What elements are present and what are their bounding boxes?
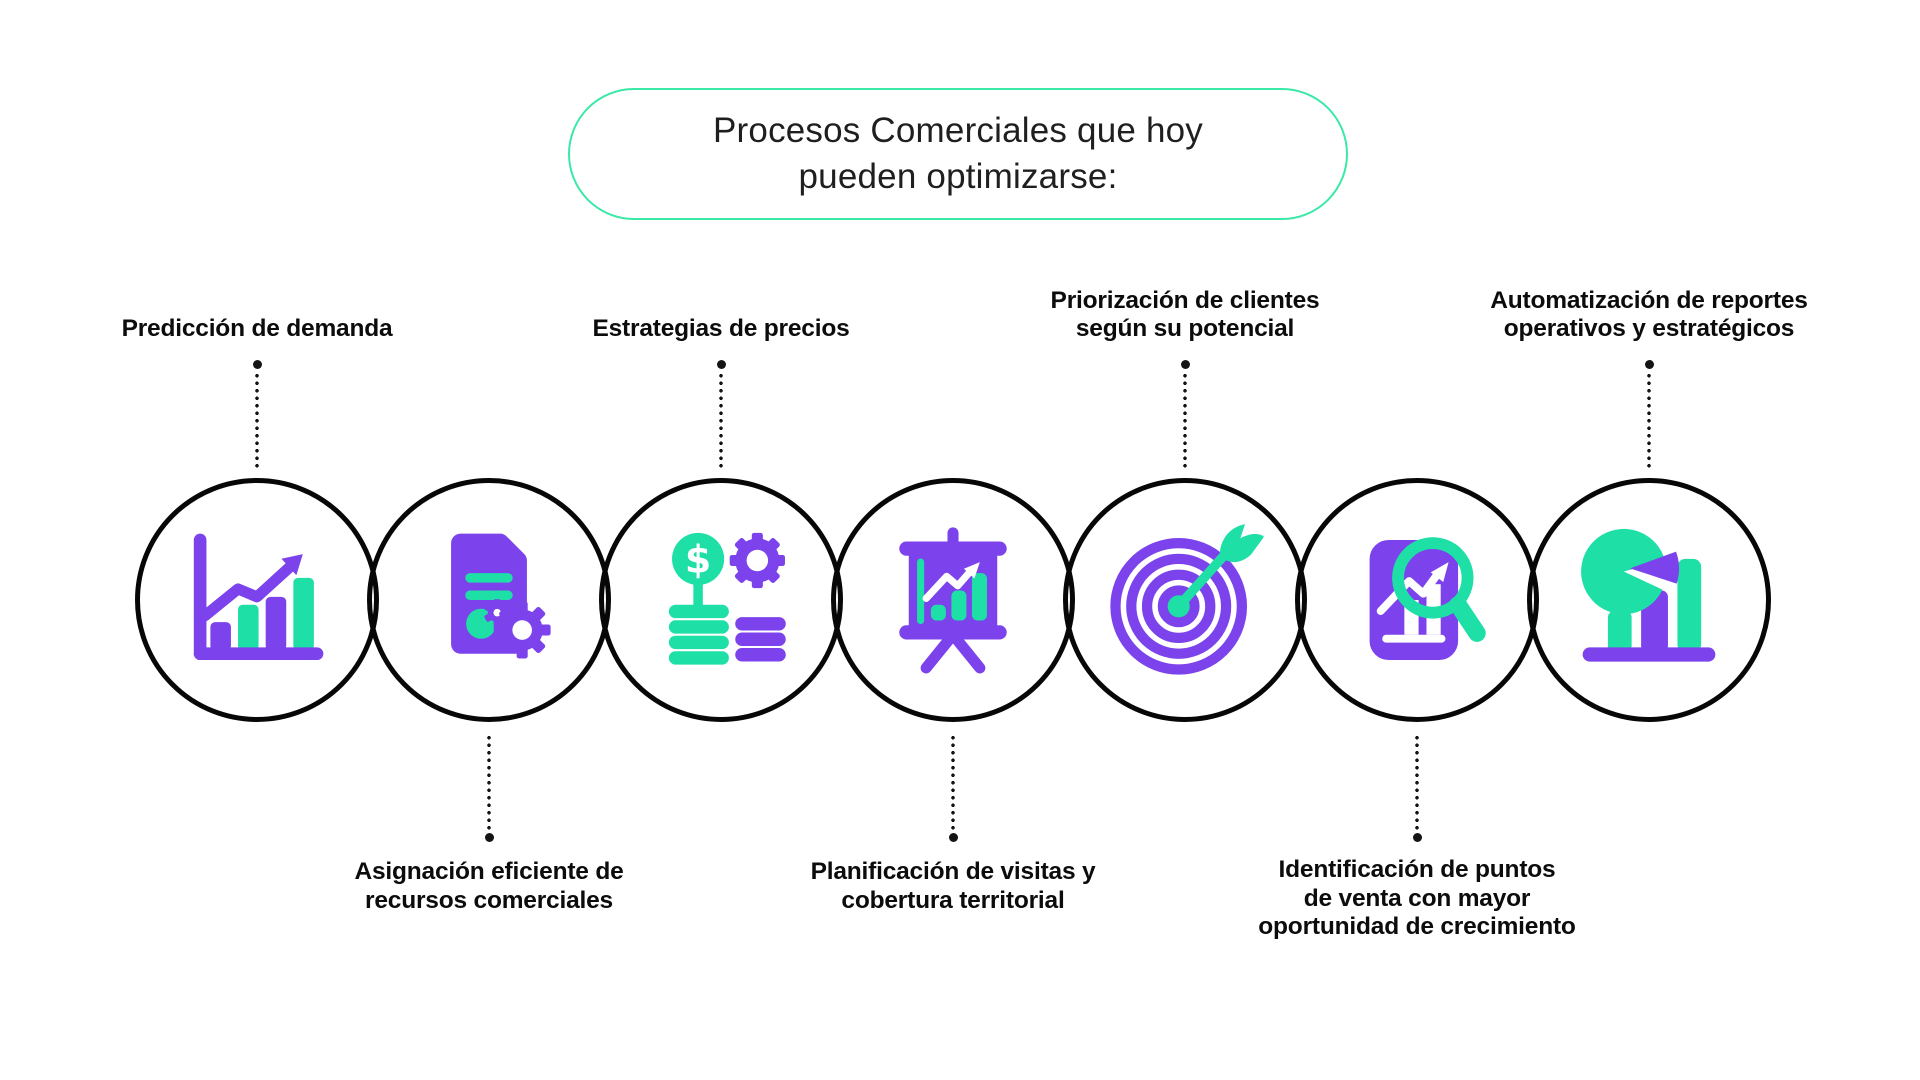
process-label: Priorización de clientes según su potenc… — [1050, 286, 1320, 343]
connector-dot — [1644, 360, 1654, 369]
presentation-chart-icon — [899, 527, 1007, 674]
process-label: Automatización de reportes operativos y … — [1490, 286, 1808, 343]
title-pill: Procesos Comerciales que hoy pueden opti… — [568, 88, 1348, 220]
connector-line — [1415, 734, 1419, 830]
process-label: Planificación de visitas y cobertura ter… — [810, 858, 1096, 914]
report-magnifier-icon — [1369, 537, 1486, 661]
connector-line — [1183, 372, 1187, 468]
target-dart-icon — [1110, 524, 1264, 675]
document-gears-icon — [451, 533, 551, 659]
connector-dot — [484, 833, 494, 842]
connector-dot — [948, 833, 958, 842]
process-circle — [135, 478, 379, 722]
connector-line — [255, 372, 259, 468]
pie-bar-chart-icon — [1581, 528, 1716, 662]
connector-line — [951, 734, 955, 830]
page-title: pueden optimizarse: — [798, 157, 1118, 196]
connector-line — [719, 372, 723, 468]
process-circle — [367, 478, 611, 722]
process-label: Identificación de puntos de venta con ma… — [1258, 856, 1576, 941]
process-circle — [1295, 478, 1539, 722]
money-coins-gear-icon: $ — [668, 532, 786, 665]
connector-line — [487, 734, 491, 830]
process-circle — [1527, 478, 1771, 722]
svg-text:$: $ — [685, 537, 711, 581]
page-title: Procesos Comerciales que hoy — [713, 110, 1203, 150]
process-circle — [831, 478, 1075, 722]
connector-dot — [716, 360, 726, 369]
growth-chart-icon — [193, 533, 324, 661]
connector-line — [1647, 372, 1651, 468]
process-label: Asignación eficiente de recursos comerci… — [354, 858, 624, 914]
connector-dot — [252, 360, 262, 369]
process-circle — [1063, 478, 1307, 722]
connector-dot — [1180, 360, 1190, 369]
connector-dot — [1412, 833, 1422, 842]
process-circle: $ — [599, 478, 843, 722]
process-label: Estrategias de precios — [592, 315, 850, 343]
process-label: Predicción de demanda — [121, 315, 393, 343]
